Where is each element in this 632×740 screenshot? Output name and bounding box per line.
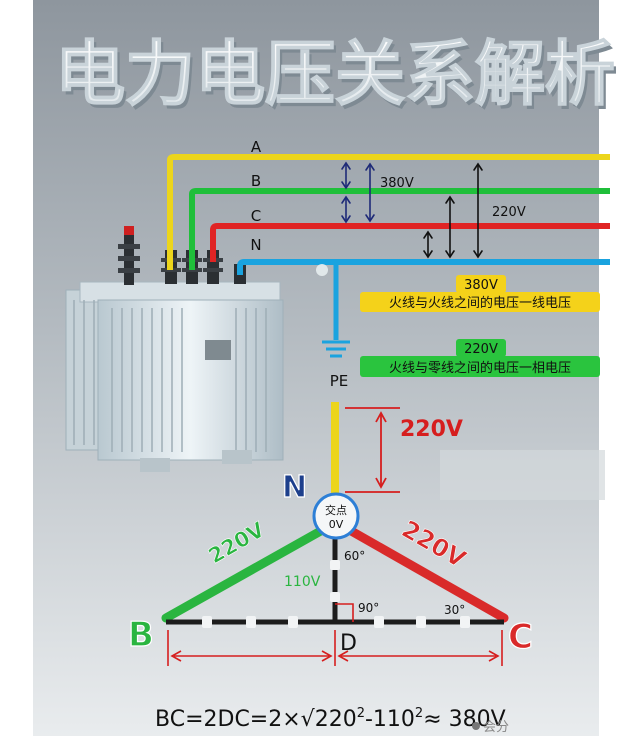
measurement-arrows — [341, 161, 483, 259]
title-shadow: 电力电压关系解析 — [58, 37, 618, 119]
measure-220v-label: 220V — [492, 205, 526, 220]
pe-label: PE — [330, 372, 349, 390]
formula-sup2: 2 — [415, 706, 423, 721]
highlight-dot — [316, 264, 328, 276]
formula-root: √ — [301, 707, 316, 732]
formula-minus: -110 — [365, 707, 415, 732]
height-marker — [345, 407, 400, 493]
median-110v-label: 110V — [284, 574, 321, 590]
formula-t1: 220 — [315, 707, 357, 732]
transformer-foot-left — [140, 458, 170, 472]
transformer-illustration — [65, 226, 284, 472]
line-voltage-value-box — [456, 275, 506, 293]
angle-90-label: 90° — [358, 601, 379, 615]
transformer-tank — [97, 299, 284, 461]
line-n-blue — [237, 259, 610, 275]
phase-voltage-value: 220V — [464, 342, 498, 357]
formula-prefix: BC=2DC=2× — [155, 707, 301, 732]
ground-symbol-icon — [322, 340, 350, 358]
line-label-n: N — [250, 236, 261, 254]
nameplate — [205, 340, 231, 360]
watermark: 会分 — [483, 720, 509, 735]
right-angle-marker — [335, 603, 354, 622]
node-line2: 0V — [329, 518, 344, 531]
vertex-c-label: C — [508, 617, 533, 657]
transformer-foot-right — [222, 450, 252, 464]
phase-voltage-value-box — [456, 339, 506, 357]
n-node-label: N — [282, 470, 307, 505]
formula-tail: ≈ 380V — [423, 707, 505, 732]
page-title: 电力电压关系解析 — [55, 33, 615, 115]
bushing-tall — [118, 226, 140, 285]
line-voltage-value: 380V — [464, 278, 498, 293]
background-patch — [440, 450, 605, 500]
formula: BC=2DC=2×√2202-1102≈ 380V — [155, 706, 506, 732]
line-b-green — [189, 188, 610, 270]
vertex-d-label: D — [340, 631, 357, 656]
bc-dimension-lines — [167, 630, 503, 666]
height-220v-label: 220V — [400, 417, 463, 442]
angle-60-label: 60° — [344, 549, 365, 563]
line-voltage-box — [360, 292, 600, 312]
watermark-dot — [472, 722, 480, 730]
measure-380v-label: 380V — [380, 176, 414, 191]
line-voltage-text: 火线与火线之间的电压一线电压 — [389, 295, 571, 311]
transformer-lid — [79, 281, 281, 303]
transformer-fins — [73, 300, 267, 452]
line-label-a: A — [251, 138, 262, 156]
line-a-yellow — [167, 154, 610, 270]
angle-30-label: 30° — [444, 603, 465, 617]
vertex-b-label: B — [128, 615, 154, 655]
node-line1: 交点 — [325, 503, 347, 517]
formula-sup1: 2 — [357, 706, 365, 721]
line-label-c: C — [251, 207, 261, 225]
edge-nc-red — [341, 523, 509, 623]
phase-voltage-box — [360, 356, 600, 377]
neutral-node-circle — [312, 492, 360, 540]
line-label-b: B — [251, 172, 261, 190]
phase-voltage-text: 火线与零线之间的电压一相电压 — [389, 360, 571, 376]
edge-nb-green — [161, 523, 331, 623]
base-insulators — [202, 560, 470, 628]
line-c-red — [210, 223, 610, 262]
